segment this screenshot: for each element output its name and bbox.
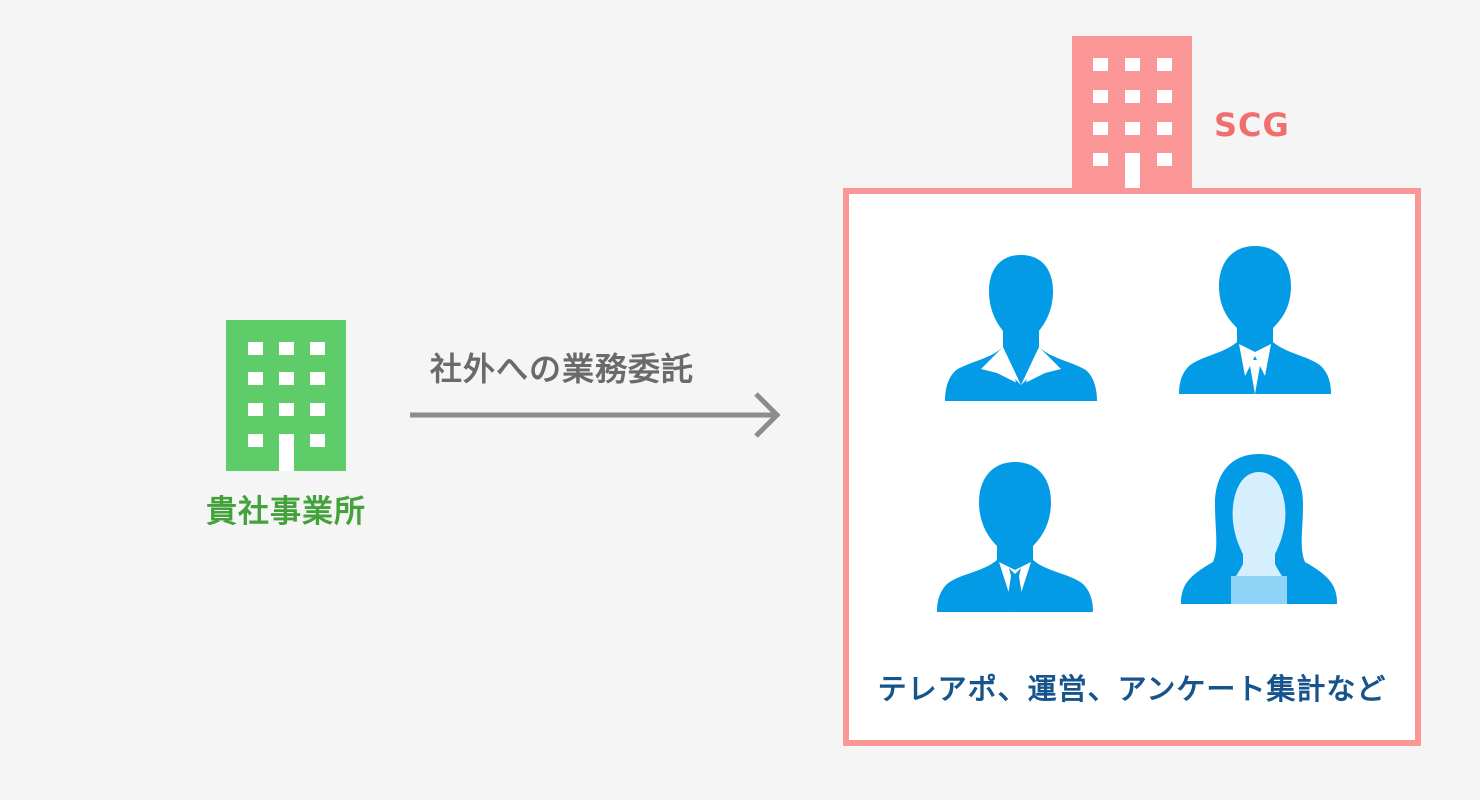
client-label: 貴社事業所 bbox=[206, 494, 366, 530]
scg-building-icon bbox=[1072, 36, 1192, 191]
scg-label: SCG bbox=[1214, 106, 1290, 144]
outsourcing-label: 社外への業務委託 bbox=[430, 350, 695, 388]
services-caption: テレアポ、運営、アンケート集計など bbox=[877, 672, 1387, 706]
client-building-icon bbox=[226, 320, 346, 471]
man-in-suit-silhouette-icon bbox=[937, 462, 1093, 612]
woman-silhouette-icon bbox=[945, 255, 1097, 401]
woman-long-hair-silhouette-icon bbox=[1181, 454, 1337, 604]
right-arrow-icon bbox=[410, 392, 781, 438]
scg-staff-box: テレアポ、運営、アンケート集計など bbox=[843, 188, 1421, 746]
man-silhouette-icon bbox=[1179, 246, 1331, 394]
